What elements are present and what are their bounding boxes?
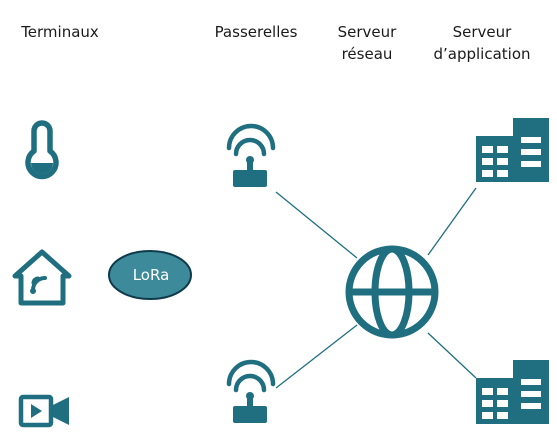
lora-label: LoRa bbox=[132, 266, 170, 284]
globe-icon bbox=[345, 245, 439, 339]
gateway-antenna-icon bbox=[226, 359, 276, 423]
lora-bubble bbox=[108, 250, 192, 300]
heading-gateways: Passerelles bbox=[214, 23, 298, 41]
link-gateway-top-to-network bbox=[275, 191, 358, 259]
heading-terminals: Terminaux bbox=[21, 23, 99, 41]
link-gateway-bottom-to-network bbox=[275, 324, 358, 389]
gateway-antenna-icon bbox=[226, 123, 276, 187]
building-icon bbox=[476, 118, 549, 182]
heading-application-server: Serveur d’application bbox=[433, 23, 531, 63]
connection-lines bbox=[275, 187, 477, 389]
thermometer-icon bbox=[25, 120, 59, 180]
link-network-to-app-bottom bbox=[427, 332, 477, 379]
video-camera-icon bbox=[18, 394, 69, 428]
smart-home-icon bbox=[12, 249, 72, 306]
building-icon bbox=[476, 360, 549, 424]
heading-network-server: Serveur réseau bbox=[337, 23, 397, 63]
link-network-to-app-top bbox=[427, 187, 477, 256]
